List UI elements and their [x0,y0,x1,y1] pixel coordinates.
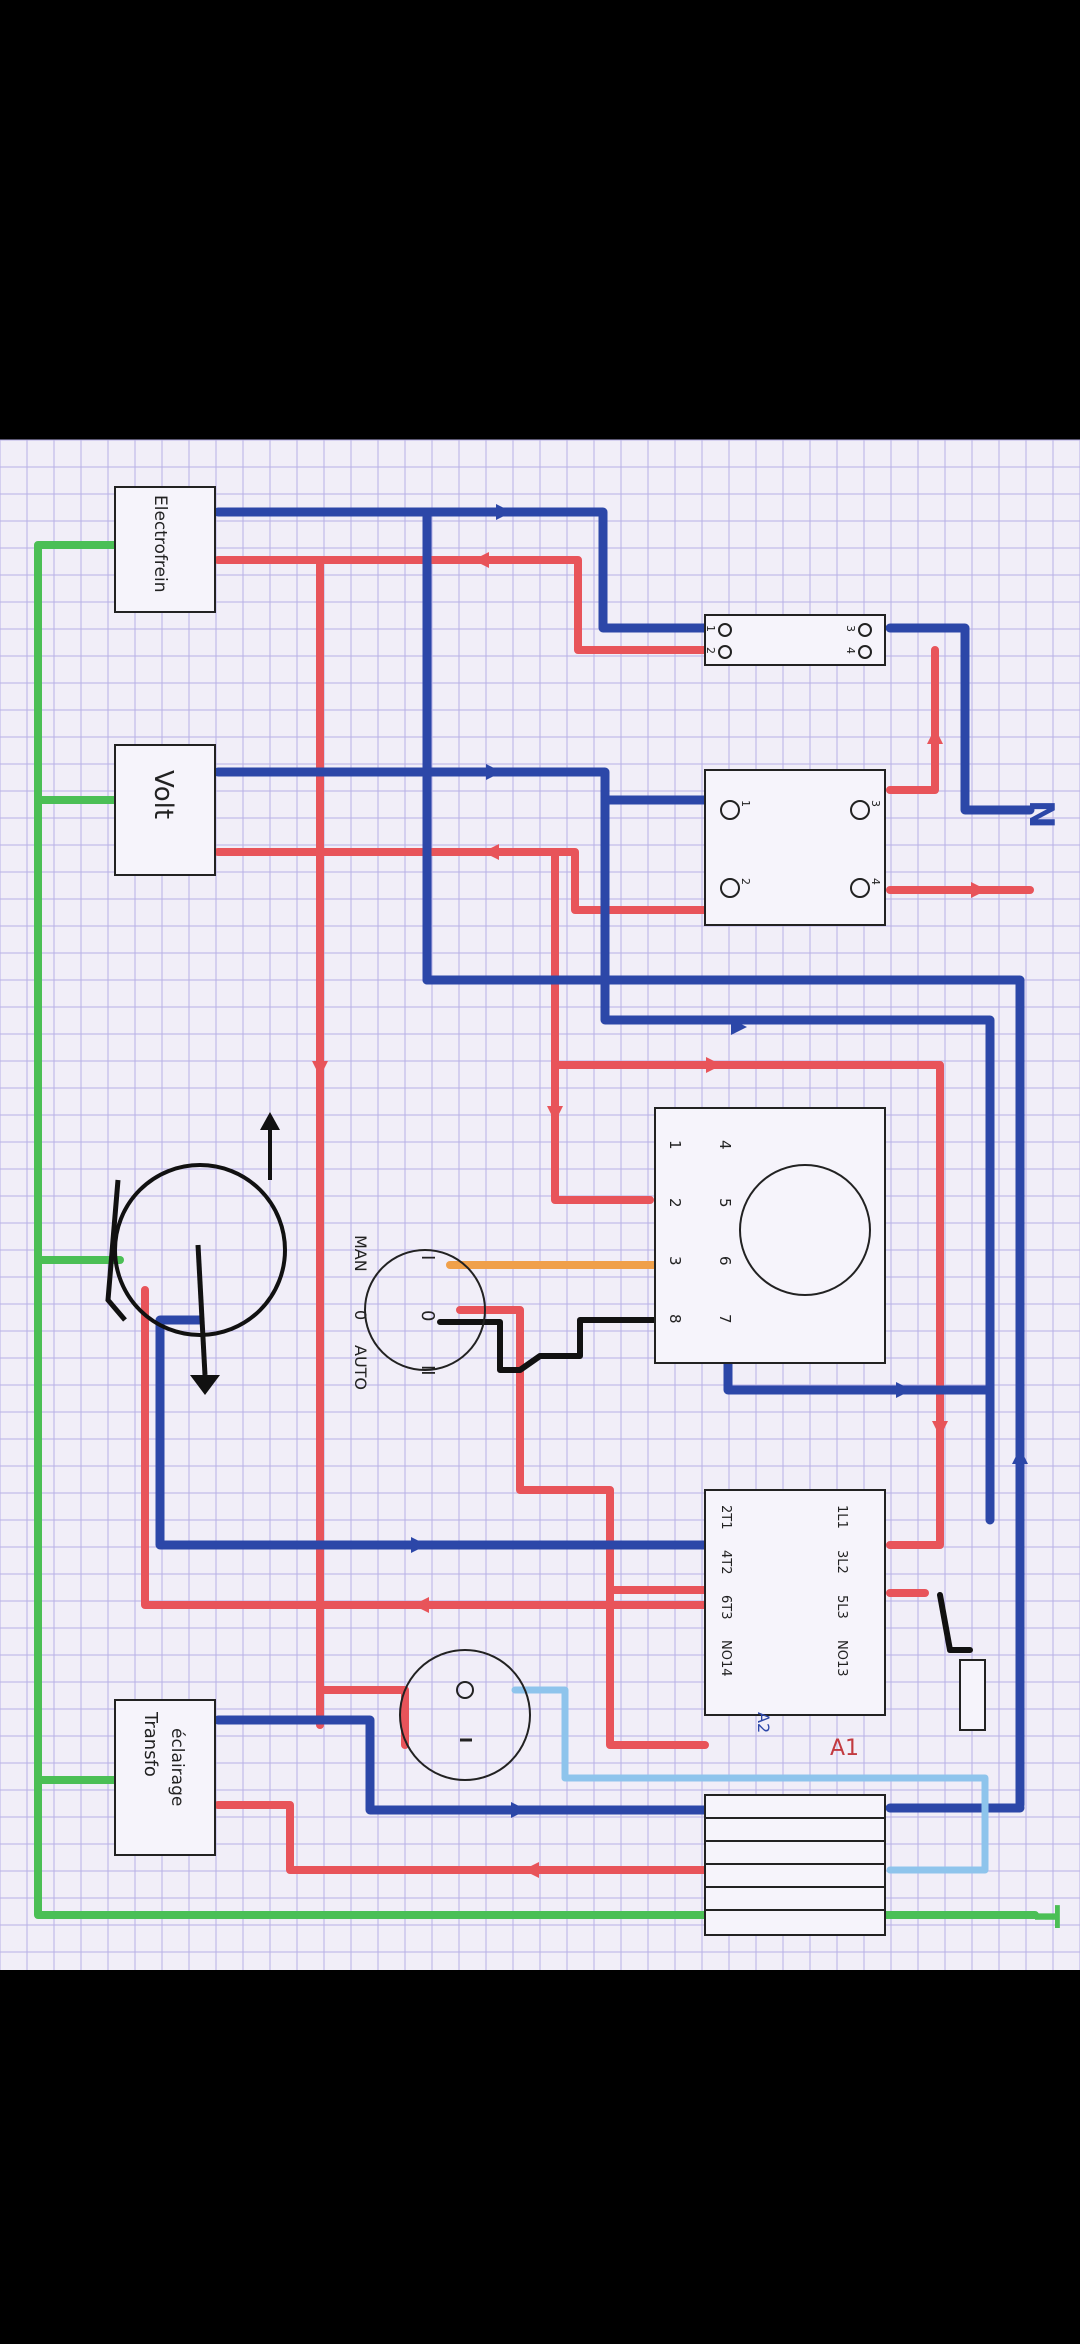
relay-terminal-number: 3 [666,1256,684,1266]
bottom-black-bar [0,1970,1080,2340]
volt-label: Volt [148,770,178,819]
relay-terminal-number: 5 [716,1198,734,1208]
relay-terminal-number: 2 [666,1198,684,1208]
relay-terminal-number: 1 [666,1140,684,1150]
switch-b-terminal [850,878,870,898]
arrow-right-icon [731,1019,747,1035]
arrow-right-icon [971,882,987,898]
motor-shaft-tip [190,1375,220,1395]
arrow-right-icon [486,764,502,780]
arrow-down-icon [547,1106,563,1122]
electrofrein-box [114,486,216,613]
arrow-left-icon [523,1862,539,1878]
contactor-terminal-label: 3L2 [834,1550,849,1574]
contactor-terminal-label: 1L1 [834,1505,849,1529]
arrow-down-icon [932,1421,948,1437]
contactor-terminal-label: NO13 [834,1640,849,1677]
transfo-box [114,1699,216,1856]
switch-b-terminal [720,800,740,820]
selector-switch-circle [364,1249,486,1371]
socket-pin-top [456,1681,474,1699]
motor [105,1112,287,1395]
switch-a-terminal-number: 1 [704,625,717,632]
contactor-terminal-label: 5L3 [834,1595,849,1619]
neutral-wires [155,507,1035,1815]
top-black-bar [0,0,1080,440]
arrow-up-icon [1012,1448,1028,1464]
contactor-terminal-label: NO14 [718,1640,733,1677]
arrow-right-icon [896,1382,912,1398]
contactor-terminal-label: 6T3 [718,1595,733,1619]
components [114,486,986,1936]
arrow-down-icon [312,1061,328,1077]
switch-b-terminal-number: 3 [869,800,882,807]
earth-label: T [1026,1905,1066,1929]
selector-position-label: II [417,1365,438,1376]
relay-terminal-number: 8 [666,1314,684,1324]
contactor-a1-label: A1 [830,1736,859,1761]
rotation-arrowhead-icon [260,1112,280,1130]
arrow-right-icon [706,1057,722,1073]
resistor [959,1659,986,1731]
volt-box [114,744,216,876]
arrow-up-icon [927,728,943,744]
switch-b-terminals: 1 2 3 4 [720,800,882,898]
contactor-terminal-label: 4T2 [718,1550,733,1574]
electrofrein-label: Electrofrein [150,495,170,593]
relay-box [654,1107,886,1364]
selector-position-label: 0 [417,1310,438,1321]
socket-circle [399,1649,531,1781]
selector-position-label: I [417,1255,438,1260]
switch-a-terminal [718,623,732,637]
switch-b-box [704,769,886,926]
arrow-left-icon [473,552,489,568]
switch-a-terminal-number: 2 [704,647,717,654]
transfo-label: Transfo [140,1711,161,1777]
switch-a-terminal [858,623,872,637]
switch-b-terminal [850,800,870,820]
relay-terminal-number: 4 [716,1140,734,1150]
arrow-left-icon [413,1597,429,1613]
motor-shaft [195,1244,208,1376]
arrow-right-icon [511,1802,527,1818]
light-blue-wire [511,1686,989,1874]
switch-b-terminal-number: 2 [739,878,752,885]
relay-terminal-number: 7 [716,1314,734,1324]
arrow-right-icon [411,1537,427,1553]
earth-wires [34,541,1039,1919]
eclairage-label: éclairage [167,1728,187,1806]
contactor-box [704,1489,886,1716]
arrow-right-icon [496,504,512,520]
relay-terminal-number: 6 [716,1256,734,1266]
contactor-a2-label: A2 [754,1712,773,1733]
phase-wires [141,556,1034,1874]
contactor-terminal-label: 2T1 [718,1505,733,1529]
arrow-left-icon [483,844,499,860]
switch-b-terminal [720,878,740,898]
relay-coil-circle [739,1164,871,1296]
switch-a-terminal [718,645,732,659]
switch-a-box [704,614,886,666]
selector-zero-label: 0 [351,1310,370,1320]
switch-a-terminal [858,645,872,659]
neutral-label: N [1021,800,1061,828]
relay-terminals: 1 2 3 8 4 5 6 7 [666,1140,734,1324]
motor-bracket [105,1179,127,1322]
selector-auto-label: AUTO [351,1345,370,1390]
switch-b-terminal-number: 4 [869,878,882,885]
motor-circle [113,1163,287,1337]
selector-man-label: MAN [351,1235,370,1272]
switch-a-terminals: 1 2 3 4 [704,623,872,659]
black-wires [437,1317,973,1653]
switch-a-terminal-number: 3 [844,625,857,632]
switch-b-terminal-number: 1 [739,800,752,807]
switch-a-terminal-number: 4 [844,647,857,654]
selector-positions: I 0II [417,1255,438,1376]
flow-arrows [312,504,1028,1878]
terminal-strip-divisions [705,1817,885,1911]
